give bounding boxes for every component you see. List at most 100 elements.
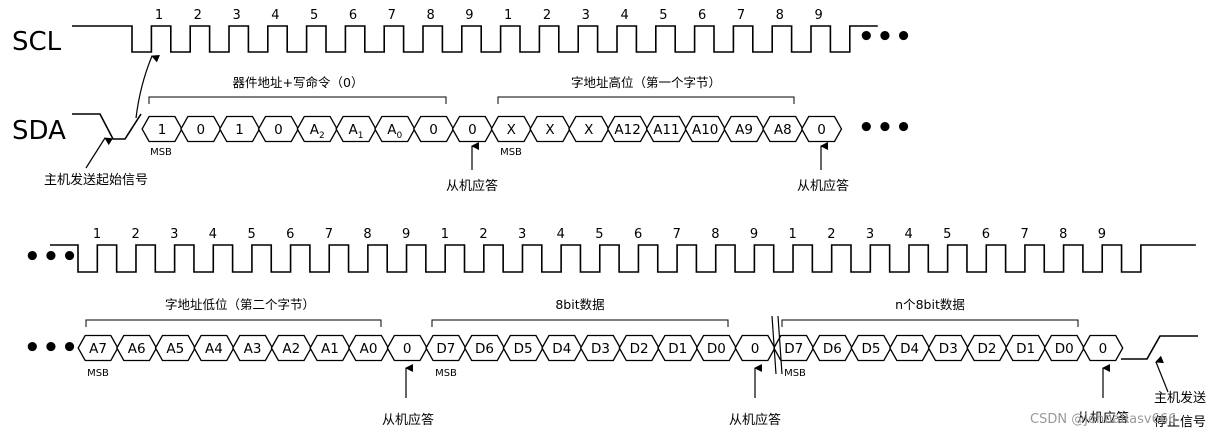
clock-number: 4 bbox=[271, 8, 279, 23]
msb-label-row2-b: MSB bbox=[435, 368, 457, 379]
bracket-word-low bbox=[85, 319, 382, 327]
sda-bit-label: 0 bbox=[429, 122, 438, 138]
sda-bit-label: D7 bbox=[784, 341, 803, 357]
clock-number: 9 bbox=[750, 227, 758, 242]
clock-number: 4 bbox=[209, 227, 217, 242]
sda-bit-label: A3 bbox=[244, 341, 262, 357]
sda-bit-label: D4 bbox=[900, 341, 919, 357]
clock-number: 9 bbox=[1098, 227, 1106, 242]
sda-bit-label: A12 bbox=[614, 122, 640, 138]
sda-bit-label: 0 bbox=[468, 122, 477, 138]
clock-number: 7 bbox=[673, 227, 681, 242]
clock-number: 1 bbox=[441, 227, 449, 242]
clock-number: 1 bbox=[155, 8, 163, 23]
clock-number: 6 bbox=[982, 227, 990, 242]
clock-number: 3 bbox=[232, 8, 240, 23]
bracket-data bbox=[431, 319, 729, 327]
ack-note-row2-c: 从机应答 bbox=[1077, 410, 1129, 426]
bracket-n-data-label: n个8bit数据 bbox=[895, 297, 965, 312]
sda-bit-cell bbox=[800, 115, 843, 143]
clock-number: 6 bbox=[634, 227, 642, 242]
sda-bit-label: D4 bbox=[552, 341, 571, 357]
sda-bit-label: A6 bbox=[128, 341, 146, 357]
bracket-word-low-label: 字地址低位（第二个字节） bbox=[165, 297, 315, 312]
clock-number: 5 bbox=[595, 227, 603, 242]
sda-bit-label: 0 bbox=[403, 341, 412, 357]
clock-number: 5 bbox=[659, 8, 667, 23]
clock-number: 6 bbox=[698, 8, 706, 23]
sda-bit-label: 0 bbox=[1099, 341, 1108, 357]
start-to-scl-arrow bbox=[135, 54, 160, 119]
msb-label-row2-a: MSB bbox=[87, 368, 109, 379]
sda-bit-cell bbox=[1082, 334, 1124, 362]
sda-bit-label: D6 bbox=[475, 341, 494, 357]
clock-number: 3 bbox=[866, 227, 874, 242]
sda-bit-label: 0 bbox=[817, 122, 826, 138]
sda-bit-label: 0 bbox=[197, 122, 206, 138]
sda-bit-label: 0 bbox=[274, 122, 283, 138]
stop-note-line2: 停止信号 bbox=[1154, 414, 1206, 430]
clock-number: 1 bbox=[504, 8, 512, 23]
sda-bit-label: D0 bbox=[707, 341, 726, 357]
stop-note-line1: 主机发送 bbox=[1154, 390, 1206, 406]
sda-bit-label: D0 bbox=[1055, 341, 1074, 357]
sda-bit-label: D2 bbox=[630, 341, 649, 357]
sda-bit-label: X bbox=[545, 122, 554, 138]
msb-label-row1-b: MSB bbox=[500, 147, 522, 158]
bracket-data-label: 8bit数据 bbox=[555, 297, 604, 312]
clock-number: 6 bbox=[349, 8, 357, 23]
bracket-device-address bbox=[148, 96, 447, 104]
scl-label: SCL bbox=[12, 27, 62, 57]
msb-label-row1-a: MSB bbox=[150, 147, 172, 158]
sda-stop-condition bbox=[1121, 335, 1198, 360]
sda-bit-label: D3 bbox=[939, 341, 958, 357]
clock-number: 7 bbox=[388, 8, 396, 23]
clock-number: 8 bbox=[1059, 227, 1067, 242]
sda-bit-label: D1 bbox=[668, 341, 687, 357]
sda-bit-label: D2 bbox=[977, 341, 996, 357]
clock-number: 2 bbox=[194, 8, 202, 23]
clock-number: 3 bbox=[170, 227, 178, 242]
sda-bit-label: A7 bbox=[89, 341, 107, 357]
clock-number: 7 bbox=[325, 227, 333, 242]
bracket-n-data bbox=[781, 319, 1079, 327]
sda-start-condition bbox=[72, 113, 142, 140]
sda-bit-label: A1 bbox=[321, 341, 339, 357]
sda-bit-label: D3 bbox=[591, 341, 610, 357]
sda-bit-label: D6 bbox=[823, 341, 842, 357]
clock-number: 9 bbox=[402, 227, 410, 242]
ellipsis-sda-row2: ••• bbox=[24, 333, 80, 363]
clock-number: 8 bbox=[363, 227, 371, 242]
ack-note-row2-a: 从机应答 bbox=[382, 412, 434, 428]
watermark: CSDN @JohnaRasv666 bbox=[1030, 412, 1176, 427]
bracket-word-high-label: 字地址高位（第一个字节） bbox=[571, 75, 721, 90]
sda-bit-label: X bbox=[584, 122, 593, 138]
msb-label-row2-c: MSB bbox=[784, 368, 806, 379]
stop-note-arrow bbox=[1155, 355, 1169, 393]
clock-number: 2 bbox=[827, 227, 835, 242]
sda-bit-label: X bbox=[507, 122, 516, 138]
clock-number: 8 bbox=[426, 8, 434, 23]
break-mark bbox=[771, 315, 783, 375]
clock-number: 3 bbox=[582, 8, 590, 23]
sda-bit-label: D1 bbox=[1016, 341, 1035, 357]
sda-bit-label: A0 bbox=[360, 341, 378, 357]
clock-number: 1 bbox=[789, 227, 797, 242]
sda-bit-label: A10 bbox=[692, 122, 718, 138]
ellipsis-sda-row1: ••• bbox=[858, 113, 914, 143]
clock-number: 2 bbox=[479, 227, 487, 242]
sda-bit-label: 1 bbox=[158, 122, 167, 138]
clock-number: 7 bbox=[737, 8, 745, 23]
clock-number: 5 bbox=[310, 8, 318, 23]
start-note-arrow bbox=[85, 137, 114, 169]
clock-number: 1 bbox=[93, 227, 101, 242]
sda-label: SDA bbox=[12, 116, 66, 146]
sda-bit-label: A8 bbox=[774, 122, 792, 138]
sda-bit-label: A4 bbox=[205, 341, 223, 357]
sda-bit-label: D5 bbox=[514, 341, 533, 357]
sda-bit-label: A9 bbox=[735, 122, 753, 138]
scl-waveform-row2 bbox=[50, 244, 1196, 273]
ellipsis-scl-row2: ••• bbox=[24, 242, 80, 272]
